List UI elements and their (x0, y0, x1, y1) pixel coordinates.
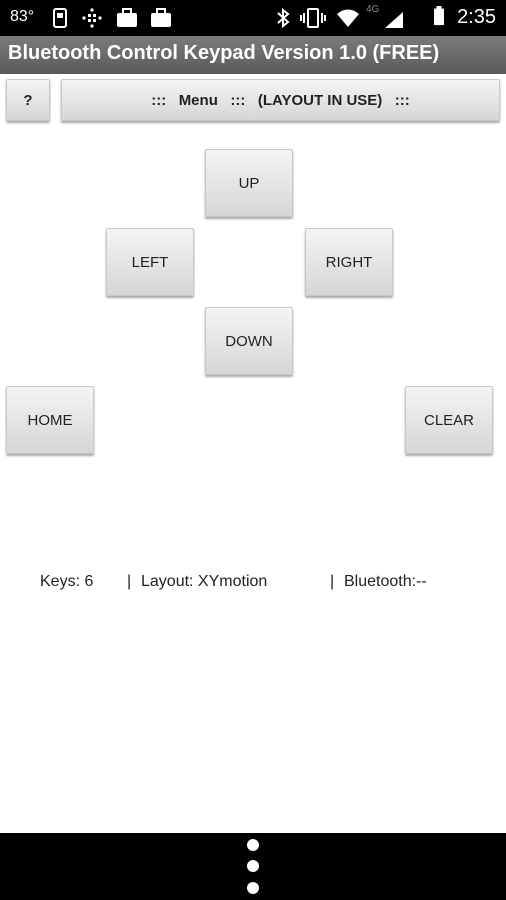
app-title-bar: Bluetooth Control Keypad Version 1.0 (FR… (0, 36, 506, 74)
signal-icon (385, 12, 403, 28)
app-title: Bluetooth Control Keypad Version 1.0 (FR… (8, 42, 440, 64)
clear-button[interactable]: CLEAR (405, 386, 493, 454)
home-button[interactable]: HOME (6, 386, 94, 454)
up-button[interactable]: UP (205, 149, 293, 217)
bluetooth-status-text: Bluetooth:-- (344, 573, 427, 590)
layout-text: Layout: XYmotion (141, 573, 268, 590)
left-button-label: LEFT (131, 253, 169, 271)
right-button[interactable]: RIGHT (305, 228, 393, 296)
keys-count-text: Keys: 6 (40, 573, 94, 590)
overflow-menu-icon-dot (247, 882, 259, 894)
bluetooth-icon (277, 8, 290, 28)
phone-icon (53, 8, 67, 28)
right-button-label: RIGHT (325, 253, 373, 271)
info-separator: | (330, 573, 335, 590)
help-button[interactable]: ? (6, 79, 50, 121)
briefcase-icon (151, 8, 171, 27)
overflow-menu-icon[interactable] (247, 839, 259, 851)
help-button-label: ? (23, 91, 33, 109)
temperature-text: 83° (10, 8, 35, 25)
home-button-label: HOME (27, 411, 73, 429)
briefcase-icon (117, 8, 137, 27)
clock-text: 2:35 (457, 6, 496, 28)
wifi-icon (337, 9, 359, 27)
vibrate-icon (300, 8, 326, 28)
down-button-label: DOWN (225, 332, 273, 350)
network-text: 4G (366, 4, 380, 15)
up-button-label: UP (238, 174, 260, 192)
down-button[interactable]: DOWN (205, 307, 293, 375)
status-bar: 83° 4G 2:35 (0, 0, 506, 36)
info-separator: | (127, 573, 132, 590)
grid-icon (82, 8, 102, 28)
overflow-menu-icon-dot (247, 860, 259, 872)
battery-icon (434, 6, 444, 26)
navigation-bar (0, 833, 506, 900)
left-button[interactable]: LEFT (106, 228, 194, 296)
menu-button-label: ::: Menu ::: (LAYOUT IN USE) ::: (151, 91, 410, 109)
clear-button-label: CLEAR (423, 411, 475, 429)
menu-button[interactable]: ::: Menu ::: (LAYOUT IN USE) ::: (61, 79, 500, 121)
